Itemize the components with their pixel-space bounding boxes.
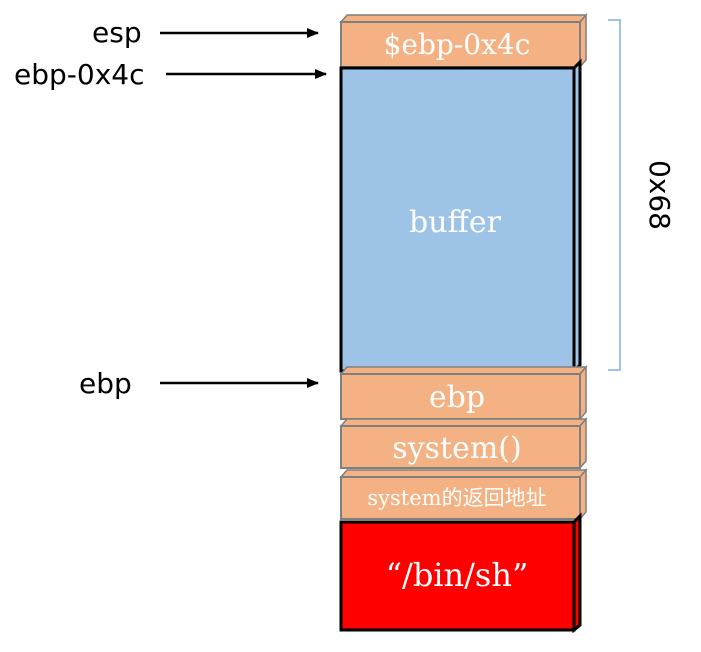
arg-ptr-cell: $ebp-0x4c (339, 12, 588, 70)
return-addr-cell: system的返回地址 (339, 467, 588, 522)
binsh-cell: “/bin/sh” (339, 512, 582, 634)
system-call-text: system() (392, 431, 521, 466)
buffer-text: buffer (409, 205, 502, 240)
saved-ebp-cell: ebp (339, 364, 588, 422)
esp-label: esp (92, 16, 142, 49)
binsh-text: “/bin/sh” (386, 556, 529, 594)
ebp-minus-label: ebp-0x4c (14, 58, 144, 91)
arg-ptr-text: $ebp-0x4c (384, 28, 531, 61)
saved-ebp-text: ebp (429, 380, 485, 415)
return-addr-text: system的返回地址 (367, 486, 546, 510)
buffer-cell: buffer (339, 58, 582, 375)
system-call-cell: system() (339, 416, 588, 471)
size-bracket (608, 19, 621, 371)
size-label: 0x68 (643, 160, 676, 230)
ebp-label: ebp (79, 367, 132, 400)
